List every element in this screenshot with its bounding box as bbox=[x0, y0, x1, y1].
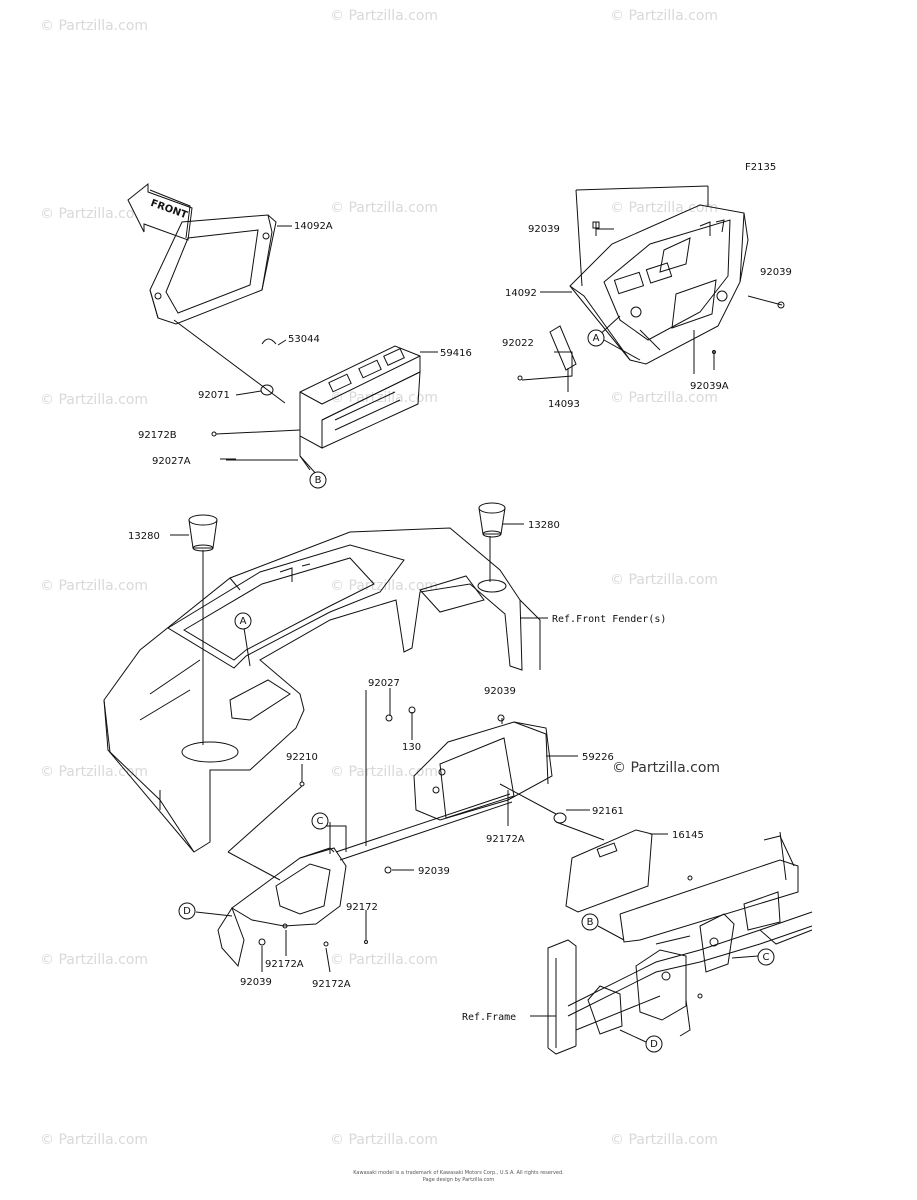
part-label-92071: 92071 bbox=[198, 390, 230, 401]
ref-front-fender-label: Ref.Front Fender(s) bbox=[552, 614, 666, 625]
part-label-14092A: 14092A bbox=[294, 221, 333, 232]
part-label-92172A: 92172A bbox=[486, 834, 525, 845]
part-label-92172A: 92172A bbox=[312, 979, 351, 990]
callout-C-frame: C bbox=[763, 952, 770, 963]
part-label-92039: 92039 bbox=[760, 267, 792, 278]
part-label-59226: 59226 bbox=[582, 752, 614, 763]
cup-holder-13280-left bbox=[188, 514, 218, 552]
figure-code: F2135 bbox=[745, 162, 776, 173]
callout-A-dash: A bbox=[240, 616, 247, 627]
watermark: © Partzilla.com bbox=[610, 390, 719, 406]
watermark: © Partzilla.com bbox=[330, 952, 439, 968]
watermark: © Partzilla.com bbox=[330, 8, 439, 24]
watermark: © Partzilla.com bbox=[40, 18, 149, 34]
front-arrow-icon bbox=[127, 182, 193, 241]
watermark: © Partzilla.com bbox=[330, 1132, 439, 1148]
callout-B-box: B bbox=[315, 475, 322, 486]
watermark: © Partzilla.com bbox=[40, 952, 149, 968]
watermark: © Partzilla.com bbox=[40, 1132, 149, 1148]
watermark: © Partzilla.com bbox=[610, 572, 719, 588]
part-label-92039: 92039 bbox=[418, 866, 450, 877]
part-label-92022: 92022 bbox=[502, 338, 534, 349]
part-label-13280: 13280 bbox=[528, 520, 560, 531]
part-label-92172B: 92172B bbox=[138, 430, 177, 441]
callout-D-frame: D bbox=[650, 1039, 658, 1050]
part-label-92172: 92172 bbox=[346, 902, 378, 913]
part-label-92027A: 92027A bbox=[152, 456, 191, 467]
ref-frame-label: Ref.Frame bbox=[462, 1012, 516, 1023]
watermark: © Partzilla.com bbox=[40, 578, 149, 594]
part-label-13280: 13280 bbox=[128, 531, 160, 542]
watermark: © Partzilla.com bbox=[40, 764, 149, 780]
part-label-92027: 92027 bbox=[368, 678, 400, 689]
glovebox-59226 bbox=[413, 721, 553, 821]
part-label-92039: 92039 bbox=[484, 686, 516, 697]
watermark: © Partzilla.com bbox=[610, 200, 719, 216]
box-59416 bbox=[299, 345, 421, 449]
watermark: © Partzilla.com bbox=[330, 390, 439, 406]
part-label-92172A: 92172A bbox=[265, 959, 304, 970]
watermark: © Partzilla.com bbox=[610, 1132, 719, 1148]
part-label-92210: 92210 bbox=[286, 752, 318, 763]
part-label-92039A: 92039A bbox=[690, 381, 729, 392]
watermark: © Partzilla.com bbox=[330, 764, 439, 780]
part-label-14093: 14093 bbox=[548, 399, 580, 410]
grommet-92071 bbox=[260, 384, 274, 396]
watermark: © Partzilla.com bbox=[610, 8, 719, 24]
watermark: © Partzilla.com bbox=[40, 392, 149, 408]
bracket-lower bbox=[217, 847, 347, 968]
lid-16145 bbox=[565, 829, 653, 913]
strip-14093 bbox=[549, 325, 577, 371]
copyright-line-2: Page design by Partzilla.com bbox=[422, 1177, 495, 1183]
watermark: © Partzilla.com bbox=[330, 200, 439, 216]
part-label-92039: 92039 bbox=[528, 224, 560, 235]
watermark: © Partzilla.com bbox=[40, 206, 149, 222]
copyright-line-1: Kawasaki model is a trademark of Kawasak… bbox=[353, 1170, 564, 1176]
callout-C-console: C bbox=[317, 816, 324, 827]
frame-14092A bbox=[149, 214, 277, 325]
frame-lower bbox=[547, 831, 813, 1055]
callout-D-bracket: D bbox=[183, 906, 191, 917]
part-label-130: 130 bbox=[402, 742, 421, 753]
callout-B-frame: B bbox=[587, 917, 594, 928]
part-label-53044: 53044 bbox=[288, 334, 320, 345]
part-label-92161: 92161 bbox=[592, 806, 624, 817]
part-label-59416: 59416 bbox=[440, 348, 472, 359]
callout-A-meter: A bbox=[593, 333, 600, 344]
part-label-14092: 14092 bbox=[505, 288, 537, 299]
part-label-16145: 16145 bbox=[672, 830, 704, 841]
cup-holder-13280-right bbox=[478, 502, 506, 538]
part-label-92039: 92039 bbox=[240, 977, 272, 988]
watermark: © Partzilla.com bbox=[612, 760, 721, 776]
clip-53044 bbox=[261, 338, 277, 345]
dashboard-main bbox=[103, 527, 541, 853]
meter-panel-14092 bbox=[569, 204, 749, 365]
